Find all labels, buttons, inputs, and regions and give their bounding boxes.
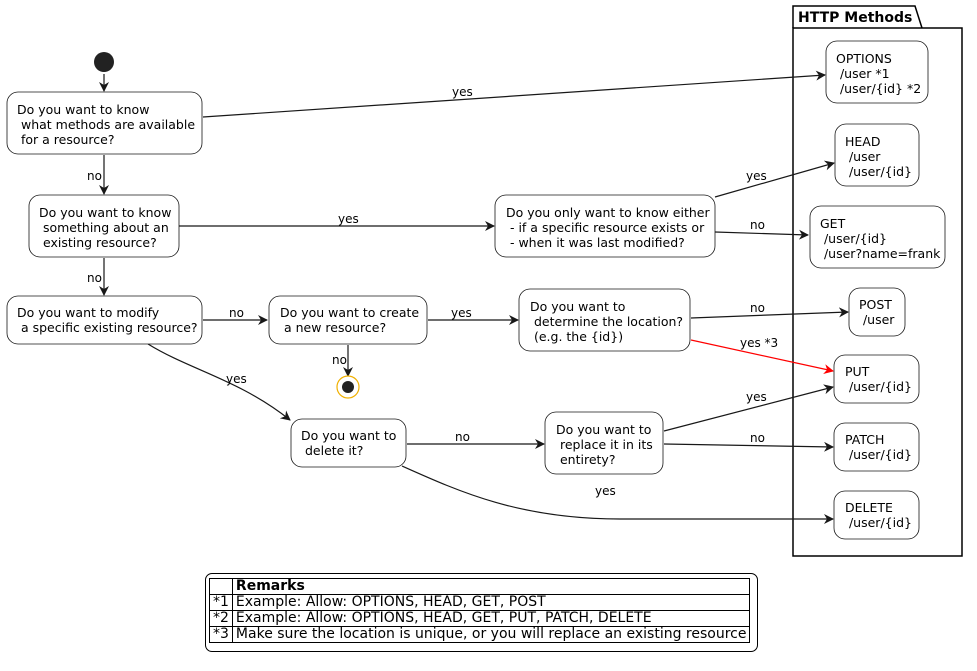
activity-text: Do you want to replace it in its entiret…: [556, 422, 681, 467]
remarks-corner-cell: [209, 578, 233, 595]
remark-text: Example: Allow: OPTIONS, HEAD, GET, PUT,…: [231, 610, 751, 627]
method-patch: PATCH /user/{id}: [833, 422, 932, 472]
edge-label-yes: yes: [226, 372, 247, 386]
edge-label-yes: yes: [451, 306, 472, 320]
method-get: GET /user/{id} /user?name=frank: [809, 205, 960, 269]
remarks-row: *3 Make sure the location is unique, or …: [209, 626, 751, 643]
edges: [99, 70, 849, 524]
remarks-row: *1 Example: Allow: OPTIONS, HEAD, GET, P…: [209, 594, 751, 611]
method-options: OPTIONS /user *1 /user/{id} *2: [825, 40, 941, 104]
remarks-row: *2 Example: Allow: OPTIONS, HEAD, GET, P…: [209, 610, 751, 627]
edge-label-no: no: [229, 306, 244, 320]
method-delete: DELETE /user/{id}: [833, 490, 932, 540]
edge-label-no: no: [455, 430, 470, 444]
activity-replace: Do you want to replace it in its entiret…: [544, 411, 681, 475]
remark-key: *1: [209, 594, 233, 611]
edge-determine-put: [690, 339, 834, 374]
remark-text: Example: Allow: OPTIONS, HEAD, GET, POST: [231, 594, 751, 611]
http-methods-package: HTTP Methods: [792, 5, 963, 557]
method-text: OPTIONS /user *1 /user/{id} *2: [836, 51, 941, 96]
end-node: [336, 375, 360, 399]
edge-label-no: no: [750, 218, 765, 232]
method-text: HEAD /user /user/{id}: [845, 134, 932, 179]
edge-replace-put: [663, 384, 834, 432]
edge-only-know-head: [714, 160, 835, 198]
edge-modify-yes: [147, 343, 291, 421]
activity-text: Do you only want to know either - if a s…: [506, 205, 737, 250]
method-text: PATCH /user/{id}: [845, 432, 932, 462]
package-title: HTTP Methods: [798, 10, 912, 26]
remark-key: *3: [209, 626, 233, 643]
activity-determine: Do you want to determine the location? (…: [518, 288, 711, 352]
method-text: GET /user/{id} /user?name=frank: [820, 216, 960, 261]
edge-know-methods-options: [202, 70, 826, 118]
edge-label-yes: yes: [595, 484, 616, 498]
edge-label-no: no: [87, 271, 102, 285]
remarks-table: Remarks *1 Example: Allow: OPTIONS, HEAD…: [209, 578, 751, 643]
edge-only-know-get: [714, 229, 809, 240]
start-node: [94, 52, 114, 72]
activity-modify: Do you want to modify a specific existin…: [6, 295, 217, 345]
activity-text: Do you want to determine the location? (…: [530, 299, 711, 344]
remark-text: Make sure the location is unique, or you…: [231, 626, 751, 643]
edge-label-yes: yes: [338, 212, 359, 226]
method-text: POST /user: [859, 297, 920, 327]
edge-label-yes-3: yes *3: [740, 336, 778, 350]
activity-text: Do you want to create a new resource?: [280, 305, 447, 335]
edge-label-no: no: [332, 353, 347, 367]
edge-label-no: no: [750, 431, 765, 445]
method-text: DELETE /user/{id}: [845, 500, 932, 530]
remark-key: *2: [209, 610, 233, 627]
edge-label-no: no: [750, 301, 765, 315]
activity-know-existing: Do you want to know something about an e…: [28, 194, 199, 258]
activity-delete: Do you want to delete it?: [290, 418, 424, 468]
method-head: HEAD /user /user/{id}: [834, 123, 932, 187]
activity-only-know: Do you only want to know either - if a s…: [494, 194, 737, 258]
remarks-header: Remarks: [231, 578, 751, 595]
edge-replace-patch: [663, 441, 834, 452]
edge-determine-post: [690, 307, 849, 319]
edge-labels: yes no yes no yes no no yes no yes no ye…: [87, 85, 778, 498]
activity-create: Do you want to create a new resource?: [268, 295, 447, 345]
remarks-header-row: Remarks: [209, 578, 751, 595]
method-put: PUT /user/{id}: [833, 354, 932, 404]
edge-label-no: no: [87, 169, 102, 183]
method-text: PUT /user/{id}: [845, 364, 932, 394]
activity-text: Do you want to modify a specific existin…: [17, 305, 217, 335]
edge-label-yes: yes: [746, 169, 767, 183]
edge-label-yes: yes: [746, 390, 767, 404]
activity-know-methods: Do you want to know what methods are ava…: [6, 91, 223, 155]
method-post: POST /user: [848, 287, 920, 337]
activity-text: Do you want to delete it?: [301, 428, 424, 458]
edge-label-yes: yes: [452, 85, 473, 99]
activity-text: Do you want to know what methods are ava…: [17, 102, 223, 147]
remarks-legend: Remarks *1 Example: Allow: OPTIONS, HEAD…: [205, 573, 758, 652]
edge-delete-yes: [401, 465, 834, 524]
activity-text: Do you want to know something about an e…: [39, 205, 199, 250]
